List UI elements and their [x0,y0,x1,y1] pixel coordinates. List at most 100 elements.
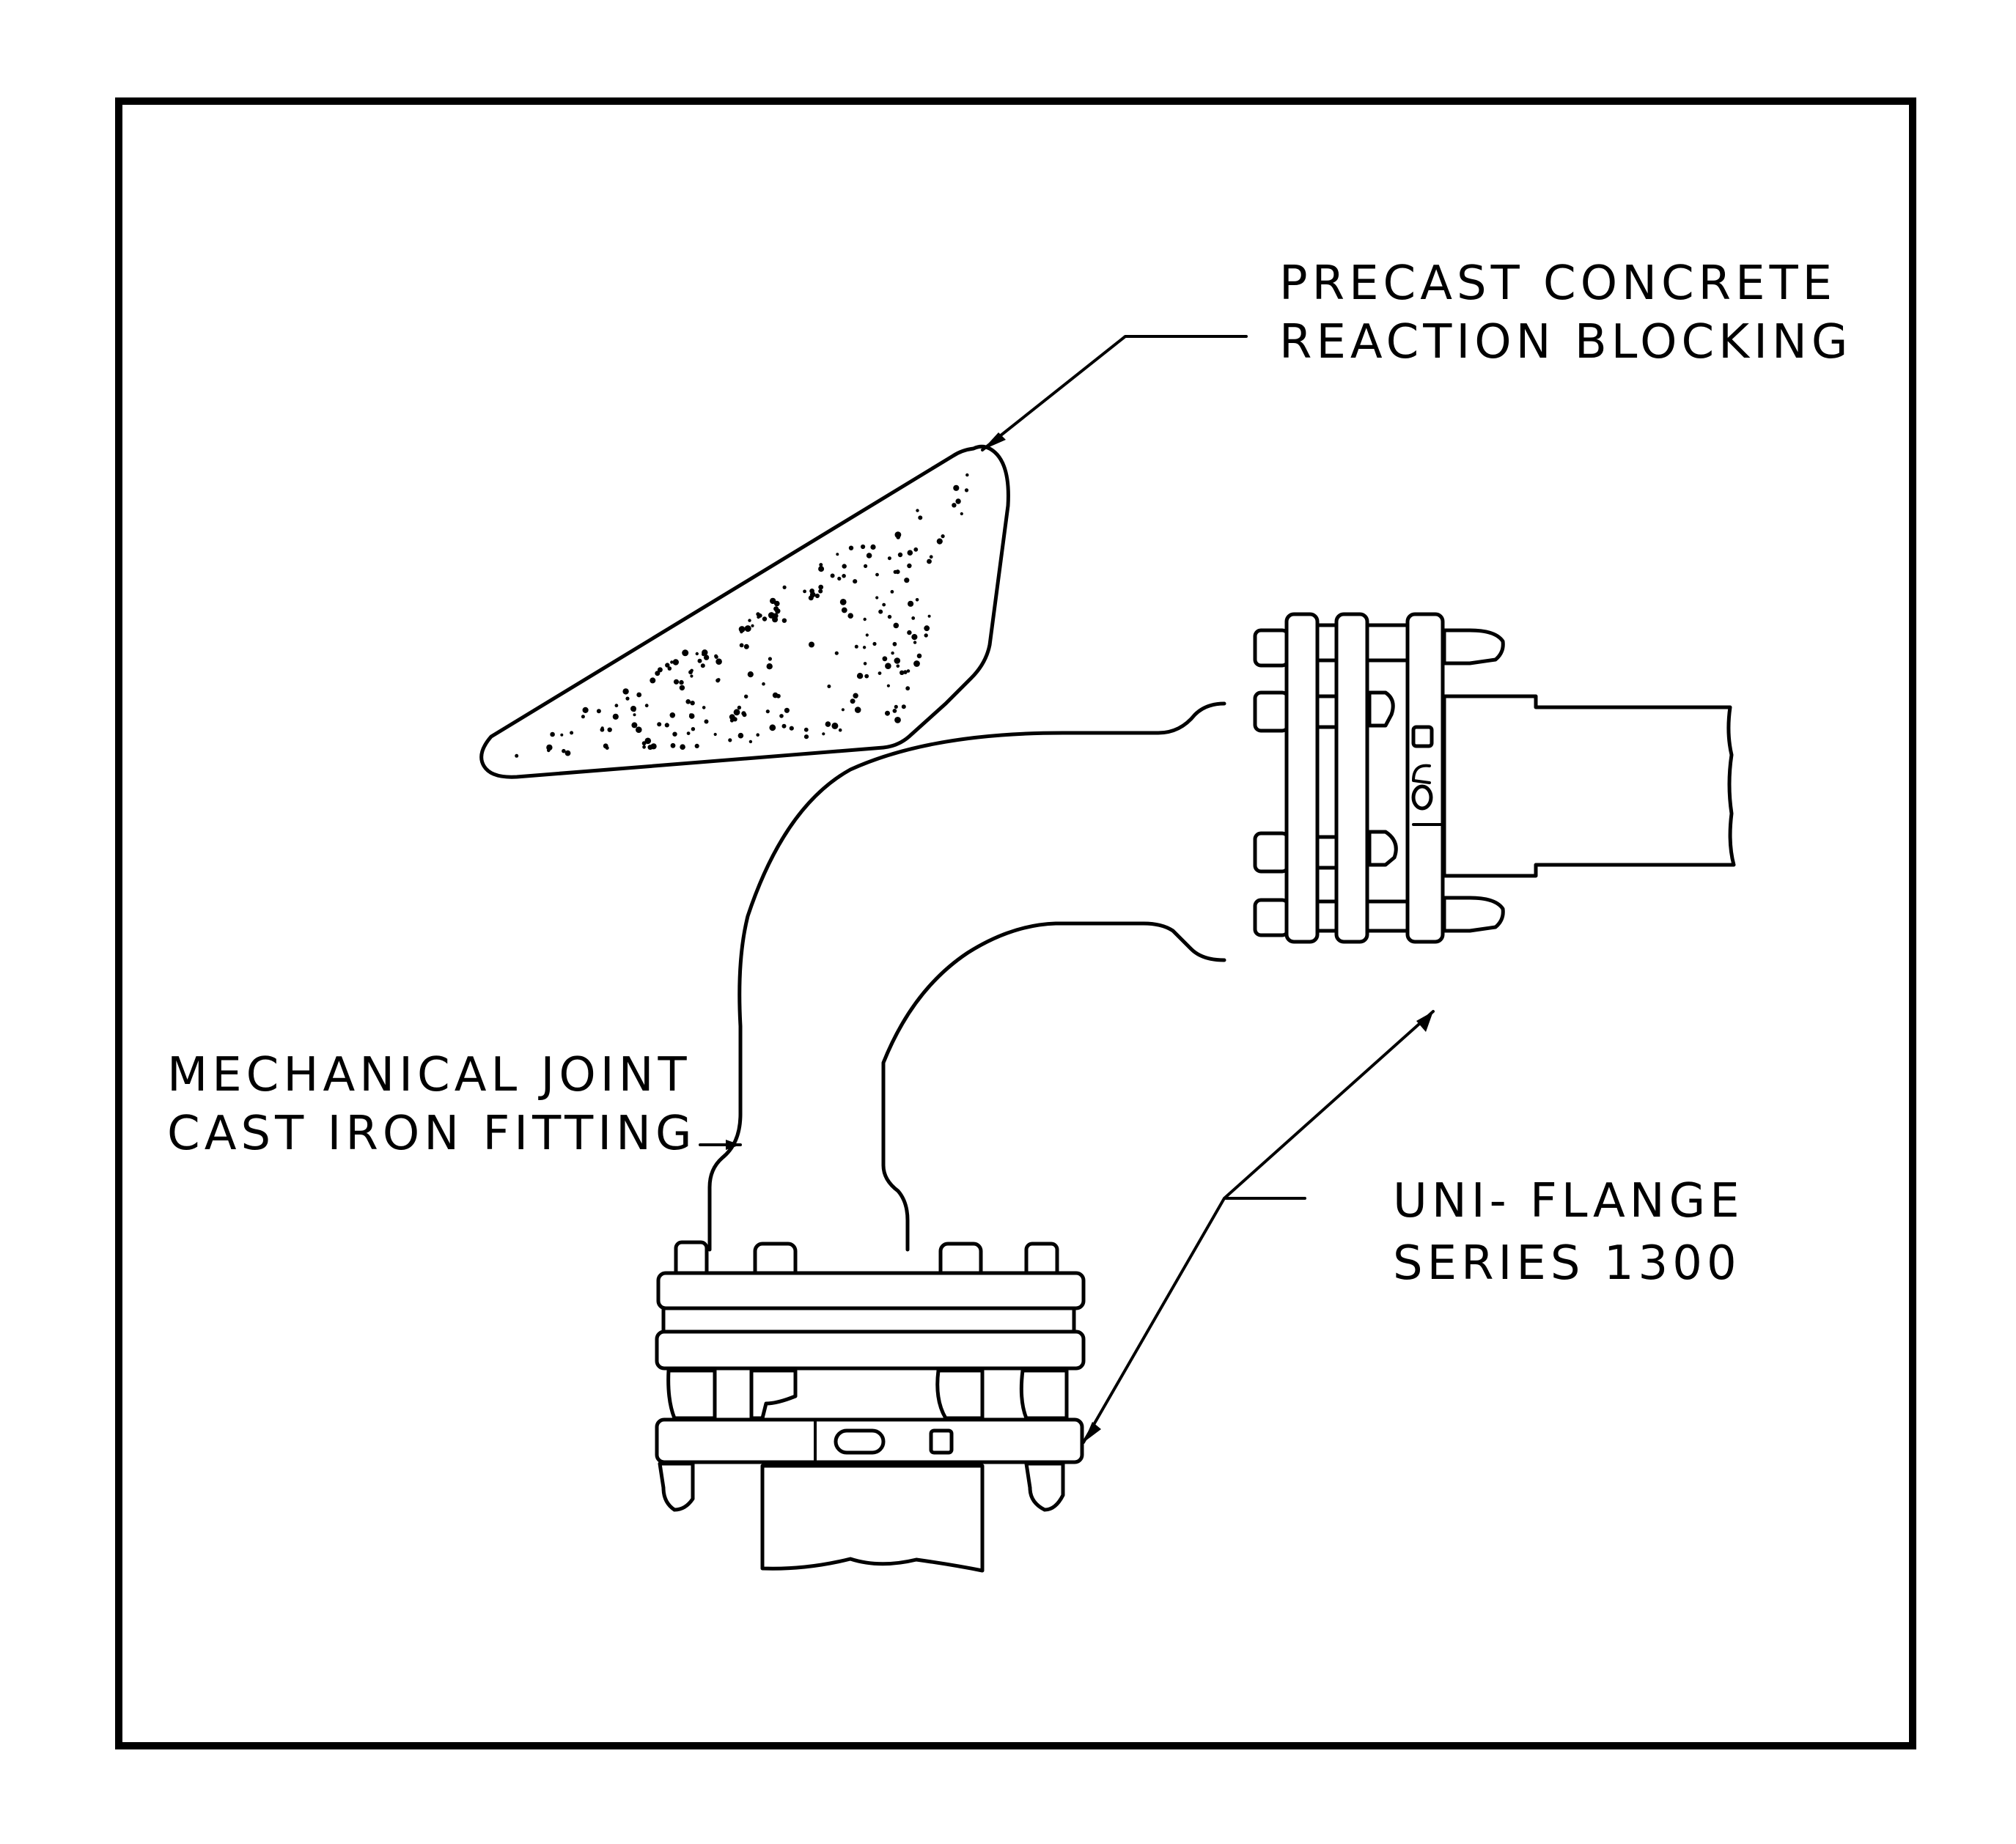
stipple-dot [911,616,916,620]
stipple-dot [744,694,748,698]
stipple-dot [564,750,571,756]
stipple-dot [864,564,868,569]
stipple-dot [848,545,854,550]
stipple-dot [686,731,691,735]
stipple-dot [842,574,846,578]
stipple-dot [672,731,677,737]
bolt-head [1253,831,1290,874]
bolt-nut [1019,1368,1069,1420]
stipple-dot [918,515,923,520]
stipple-dot [762,616,768,622]
bolt-nut [1367,690,1395,728]
straight-pipe-right [1442,694,1736,878]
stipple-dot [704,719,709,724]
stipple-dot [756,733,759,737]
stipple-dot [728,738,732,742]
stipple-dot [782,585,787,590]
stipple-dot [636,726,642,733]
label-fitting: MECHANICAL JOINT CAST IRON FITTING [167,1048,692,1161]
stipple-dot [673,679,680,685]
stipple-dot [562,748,566,753]
stipple-dot [740,630,743,634]
stipple-dot [905,686,910,691]
stipple-dot [882,602,886,607]
stipple-dot [836,553,839,556]
stipple-dot [757,615,760,619]
stipple-dot [878,671,882,675]
stipple-dot [878,609,883,614]
right-flange-assembly [1253,612,1736,944]
stipple-dot [825,721,831,727]
stipple-dot [650,677,656,684]
stipple-dot [866,553,872,558]
label-flange-line1: UNI- FLANGE [1393,1174,1744,1228]
stipple-dot [642,745,646,749]
stipple-dot [560,733,564,737]
stipple-dot [789,726,794,731]
stipple-dot [863,617,867,622]
concrete-reaction-block [479,444,1010,779]
stipple-dot [737,705,742,710]
stipple-dot [907,550,913,556]
stipple-dot [665,663,670,668]
stipple-dot [885,663,891,669]
flange-plate [1334,612,1369,944]
restraint-bolt [834,1428,886,1455]
stipple-dot [688,713,695,719]
stipple-dot [773,606,779,612]
restraint-wedge [929,1428,954,1455]
stipple-dot [894,657,901,664]
stipple-dot [875,572,879,577]
stipple-dot [837,576,842,581]
stipple-dot [847,613,853,619]
stipple-dot [650,743,657,750]
stipple-dot [809,589,814,594]
bolt-shafts-band [661,1306,1076,1334]
drawing-frame [115,97,1916,1749]
stipple-dot [769,724,776,731]
stipple-dot [952,503,957,508]
stipple-dot [774,600,780,607]
stipple-dot [631,722,638,729]
stipple-dot [818,566,825,572]
stipple-dot [854,644,858,649]
leader-flange [1082,1197,1306,1444]
bolt-nut [1024,1461,1065,1512]
stipple-dot [743,643,749,649]
stipple-dot [894,717,901,723]
bolt-nut [935,1368,985,1420]
stipple-dot [762,682,765,686]
stipple-dot [885,710,890,716]
stipple-dot [841,708,845,712]
stipple-dot [834,651,839,655]
stipple-dot [908,600,914,607]
stipple-dot [887,556,891,561]
stipple-dot [614,704,619,708]
stipple-dot [911,634,918,641]
stipple-dot [916,509,919,512]
stipple-dot [838,728,842,732]
stipple-dot [831,722,839,729]
stipple-dot [690,701,695,706]
label-blocking-line2: REACTION BLOCKING [1279,315,1852,369]
stipple-dot [625,696,630,701]
stipple-dot [739,643,744,648]
stipple-dot [733,709,740,716]
stipple-dot [941,534,945,539]
bolt-nut [749,1368,798,1420]
concrete-stipple-pattern [515,473,969,758]
bolt-head [1253,898,1290,937]
stipple-dot [682,649,689,657]
stipple-dot [702,652,705,657]
stipple-dot [929,555,933,559]
stipple-dot [901,704,906,709]
stipple-dot [964,488,969,493]
stipple-dot [679,679,684,685]
stipple-dot [768,657,772,661]
stipple-dot [853,579,858,584]
stipple-dot [818,584,824,590]
stipple-dot [655,671,661,676]
stipple-dot [748,740,753,744]
stipple-dot [784,707,790,713]
